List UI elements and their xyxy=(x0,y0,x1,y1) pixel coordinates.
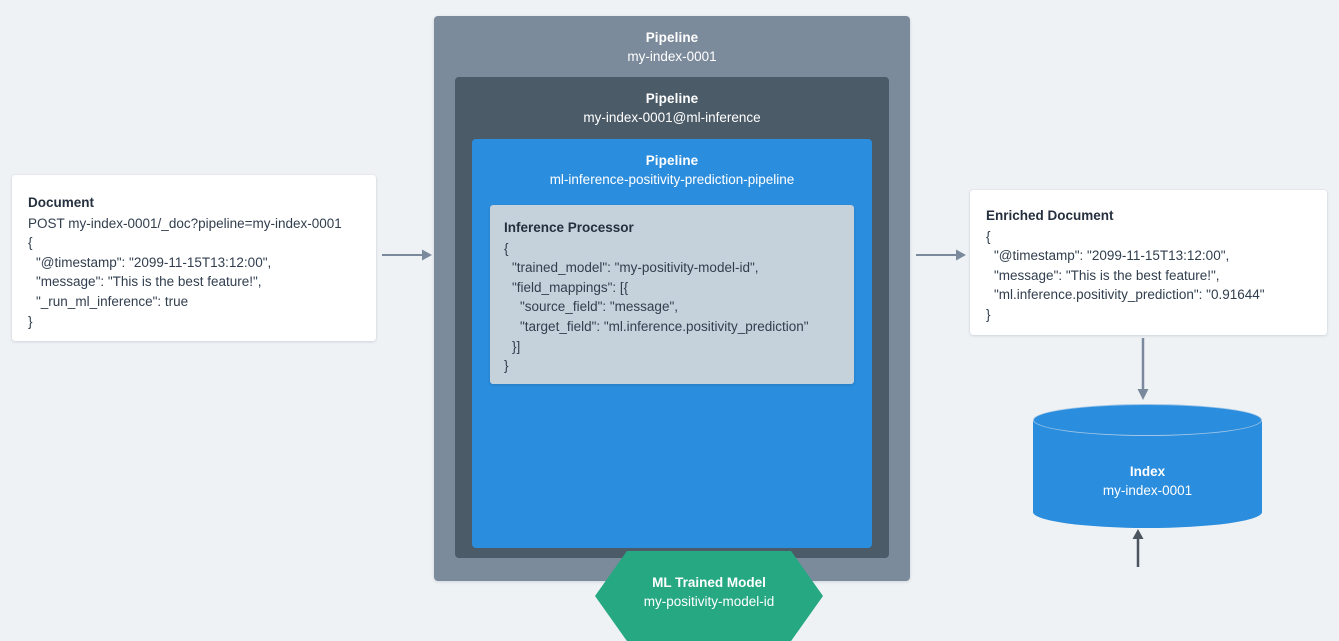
pipeline-middle-name: my-index-0001@ml-inference xyxy=(583,110,761,125)
pipeline-outer-header: Pipeline my-index-0001 xyxy=(434,16,910,67)
processor-line-close-brace: } xyxy=(504,358,509,374)
pipeline-inner-header: Pipeline ml-inference-positivity-predict… xyxy=(472,139,872,190)
ml-trained-model-hexagon: ML Trained Model my-positivity-model-id xyxy=(595,551,823,641)
enriched-line-message: "message": "This is the best feature!", xyxy=(994,267,1220,283)
processor-line-trained-model: "trained_model": "my-positivity-model-id… xyxy=(512,260,759,276)
enriched-line-timestamp: "@timestamp": "2099-11-15T13:12:00", xyxy=(994,248,1230,264)
index-name: my-index-0001 xyxy=(1102,483,1193,498)
cylinder-top-ellipse xyxy=(1033,404,1262,436)
pipeline-middle-header: Pipeline my-index-0001@ml-inference xyxy=(455,77,889,128)
document-line-close-brace: } xyxy=(28,313,33,329)
arrow-document-to-pipeline xyxy=(382,248,432,267)
enriched-document-title: Enriched Document xyxy=(986,208,1114,223)
ml-trained-model-name: my-positivity-model-id xyxy=(643,594,775,609)
document-line-open-brace: { xyxy=(28,235,33,251)
document-title: Document xyxy=(28,195,95,210)
pipeline-outer-name: my-index-0001 xyxy=(627,49,717,64)
enriched-line-open-brace: { xyxy=(986,228,991,244)
processor-line-field-mappings: "field_mappings": [{ xyxy=(512,279,629,295)
pipeline-outer-kind: Pipeline xyxy=(645,30,699,45)
pipeline-inner: Pipeline ml-inference-positivity-predict… xyxy=(472,139,1144,641)
pipeline-inner-name: ml-inference-positivity-prediction-pipel… xyxy=(549,172,795,187)
document-line-message: "message": "This is the best feature!", xyxy=(36,274,262,290)
arrow-model-to-processor xyxy=(1131,529,1145,572)
pipeline-middle-kind: Pipeline xyxy=(645,91,699,106)
index-title: Index xyxy=(1129,464,1166,479)
document-line-run-ml-inference: "_run_ml_inference": true xyxy=(36,293,189,309)
processor-line-close-array: }] xyxy=(512,338,521,354)
pipeline-outer: Pipeline my-index-0001 Pipeline my-index… xyxy=(434,16,1144,641)
pipeline-middle: Pipeline my-index-0001@ml-inference Pipe… xyxy=(455,77,1144,641)
index-label-group: Index my-index-0001 xyxy=(1033,462,1262,501)
inference-processor-title: Inference Processor xyxy=(504,220,634,235)
processor-line-source-field: "source_field": "message", xyxy=(520,299,678,315)
enriched-line-close-brace: } xyxy=(986,306,991,322)
document-card: Document POST my-index-0001/_doc?pipelin… xyxy=(12,175,376,341)
enriched-document-card: Enriched Document { "@timestamp": "2099-… xyxy=(970,190,1327,335)
arrow-pipeline-to-enriched-document xyxy=(916,248,966,267)
document-line-timestamp: "@timestamp": "2099-11-15T13:12:00", xyxy=(36,254,272,270)
ml-trained-model-title: ML Trained Model xyxy=(652,575,766,590)
enriched-line-positivity-prediction: "ml.inference.positivity_prediction": "0… xyxy=(994,287,1265,303)
arrow-enriched-document-to-index xyxy=(1136,338,1150,405)
pipeline-inner-kind: Pipeline xyxy=(645,153,699,168)
document-line-post: POST my-index-0001/_doc?pipeline=my-inde… xyxy=(28,215,342,231)
inference-processor-card: Inference Processor { "trained_model": "… xyxy=(490,205,854,384)
index-cylinder: Index my-index-0001 xyxy=(1033,404,1262,528)
processor-line-target-field: "target_field": "ml.inference.positivity… xyxy=(520,318,809,334)
processor-line-open-brace: { xyxy=(504,240,509,256)
